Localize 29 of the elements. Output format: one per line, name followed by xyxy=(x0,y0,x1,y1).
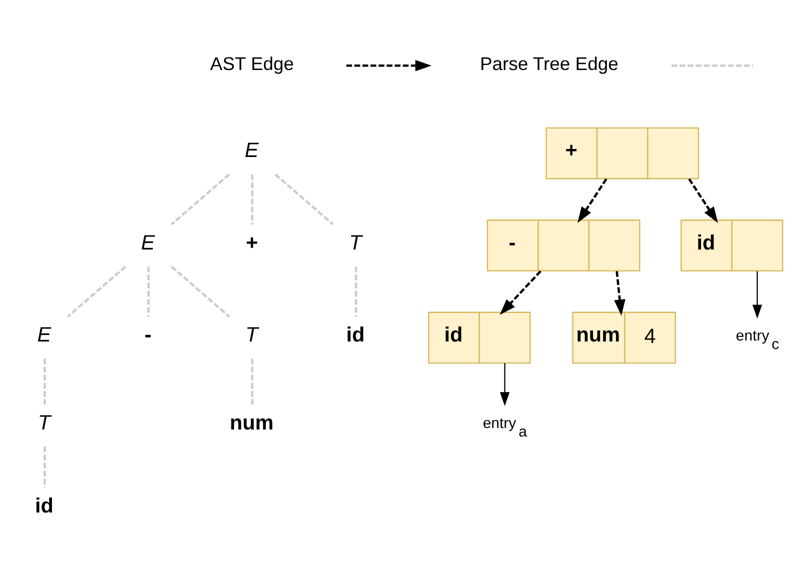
connector xyxy=(43,446,46,487)
arrow xyxy=(614,270,625,316)
arrow xyxy=(499,362,510,406)
connector xyxy=(250,174,253,224)
node-text: id xyxy=(34,494,53,517)
connector xyxy=(170,173,230,225)
node-text: E xyxy=(36,323,51,346)
connector xyxy=(250,358,253,404)
connector xyxy=(274,173,334,225)
node-text: E xyxy=(140,230,154,254)
connector xyxy=(170,265,230,318)
connector xyxy=(43,358,46,404)
legend-label: Parse Tree Edge xyxy=(479,52,618,74)
connector xyxy=(66,265,126,318)
node-text: T xyxy=(348,230,362,254)
connector xyxy=(354,266,357,316)
node-text: E xyxy=(244,138,258,162)
arrow xyxy=(499,270,541,314)
connector xyxy=(146,266,150,316)
node-text: id xyxy=(346,323,364,346)
node-text: T xyxy=(37,410,50,434)
legend-label: AST Edge xyxy=(210,52,294,74)
node-text: + xyxy=(245,230,258,254)
node-text: - xyxy=(144,323,151,346)
node-text: T xyxy=(244,323,258,346)
arrow xyxy=(577,178,607,223)
arrow xyxy=(688,178,718,223)
node-text: num xyxy=(229,410,274,434)
arrow xyxy=(752,270,762,318)
